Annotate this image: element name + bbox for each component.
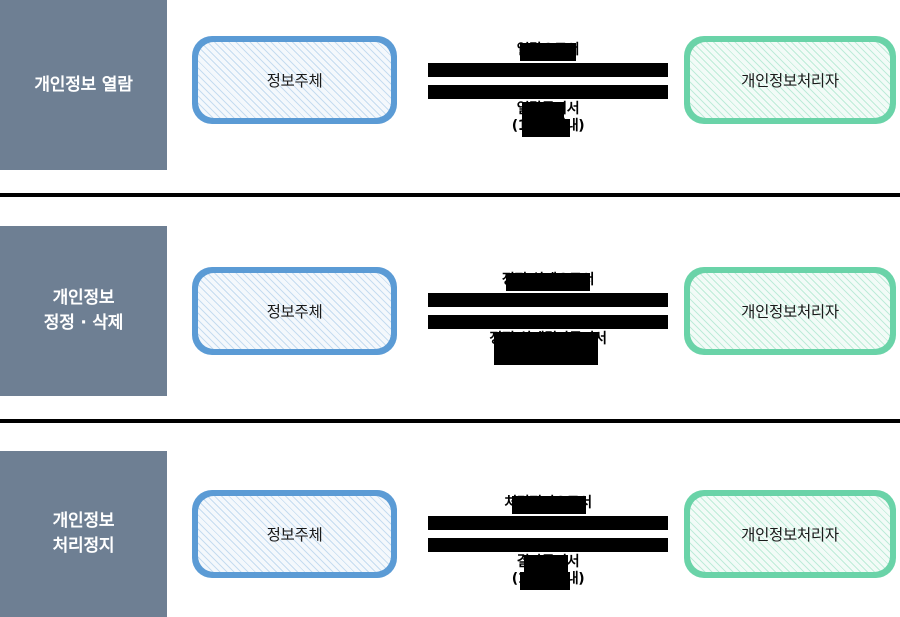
actor-hatch-fill [690, 273, 890, 349]
flow-label-request-access: 열람요구서 [428, 42, 668, 61]
redaction-block-request-suspend-processing [512, 496, 586, 514]
actor-hatch-fill [690, 42, 890, 118]
section-label-access-line1: 개인정보 열람 [34, 74, 133, 95]
actor-hatch-fill [198, 42, 391, 118]
redaction-block-response-access-sub [522, 119, 570, 137]
section-suspend-processing: 개인정보 처리정지 정보주체 개인정보처리자 처리정지요구서 결과통지서 (10… [0, 451, 900, 617]
actor-data-subject-suspend-processing[interactable]: 정보주체 [192, 490, 397, 578]
section-label-suspend-processing-line2: 처리정지 [52, 536, 115, 556]
actor-controller-suspend-processing[interactable]: 개인정보처리자 [684, 490, 896, 578]
arrow-response-suspend-processing-redacted [428, 538, 668, 552]
actor-controller-access[interactable]: 개인정보처리자 [684, 36, 896, 124]
section-divider-2 [0, 419, 900, 423]
actor-controller-correct-delete[interactable]: 개인정보처리자 [684, 267, 896, 355]
redaction-block-response-suspend-processing [524, 555, 568, 573]
actor-data-subject-label: 정보주체 [266, 72, 323, 90]
flow-label-response-suspend-processing: 결과통지서 (10일 이내) [428, 554, 668, 590]
section-access: 개인정보 열람 정보주체 개인정보처리자 열람요구서 열람통지서 (10일 이내… [0, 0, 900, 170]
actor-controller-label: 개인정보처리자 [741, 303, 839, 321]
flow-label-request-correct-delete: 정정·삭제요구서 [428, 272, 668, 291]
section-divider-1 [0, 193, 900, 197]
flow-label-request-suspend-processing: 처리정지요구서 [428, 495, 668, 514]
section-correct-delete: 개인정보 정정 · 삭제 정보주체 개인정보처리자 정정·삭제요구서 정정·삭제… [0, 226, 900, 396]
arrow-response-correct-delete-redacted [428, 315, 668, 329]
actor-hatch-fill [198, 496, 391, 572]
section-label-correct-delete-line2: 정정 · 삭제 [43, 313, 124, 333]
flow-label-response-access: 열람통지서 (10일 이내) [428, 101, 668, 137]
actor-data-subject-label: 정보주체 [266, 303, 323, 321]
section-label-suspend-processing-line1: 개인정보 [52, 511, 115, 532]
redaction-block-response-correct-delete [494, 332, 598, 350]
actor-data-subject-correct-delete[interactable]: 정보주체 [192, 267, 397, 355]
section-label-correct-delete-line1: 개인정보 [52, 288, 115, 309]
actor-controller-label: 개인정보처리자 [741, 72, 839, 90]
actor-hatch-fill [198, 273, 391, 349]
actor-hatch-fill [690, 496, 890, 572]
arrow-response-access-redacted [428, 85, 668, 99]
redaction-block-request-correct-delete [506, 273, 590, 291]
flow-label-response-correct-delete: 정정·삭제결과통지서 [428, 331, 668, 365]
redaction-block-request-access [520, 43, 576, 61]
redaction-block-response-suspend-processing-sub [520, 572, 570, 590]
arrow-request-suspend-processing-redacted [428, 516, 668, 530]
actor-controller-label: 개인정보처리자 [741, 526, 839, 544]
actor-data-subject-label: 정보주체 [266, 526, 323, 544]
arrow-request-correct-delete-redacted [428, 293, 668, 307]
section-label-access: 개인정보 열람 [0, 0, 167, 170]
redaction-block-response-correct-delete-2 [494, 349, 598, 365]
section-label-suspend-processing: 개인정보 처리정지 [0, 451, 167, 617]
actor-data-subject-access[interactable]: 정보주체 [192, 36, 397, 124]
section-label-correct-delete: 개인정보 정정 · 삭제 [0, 226, 167, 396]
redaction-block-response-access [522, 102, 564, 120]
arrow-request-access-redacted [428, 63, 668, 77]
